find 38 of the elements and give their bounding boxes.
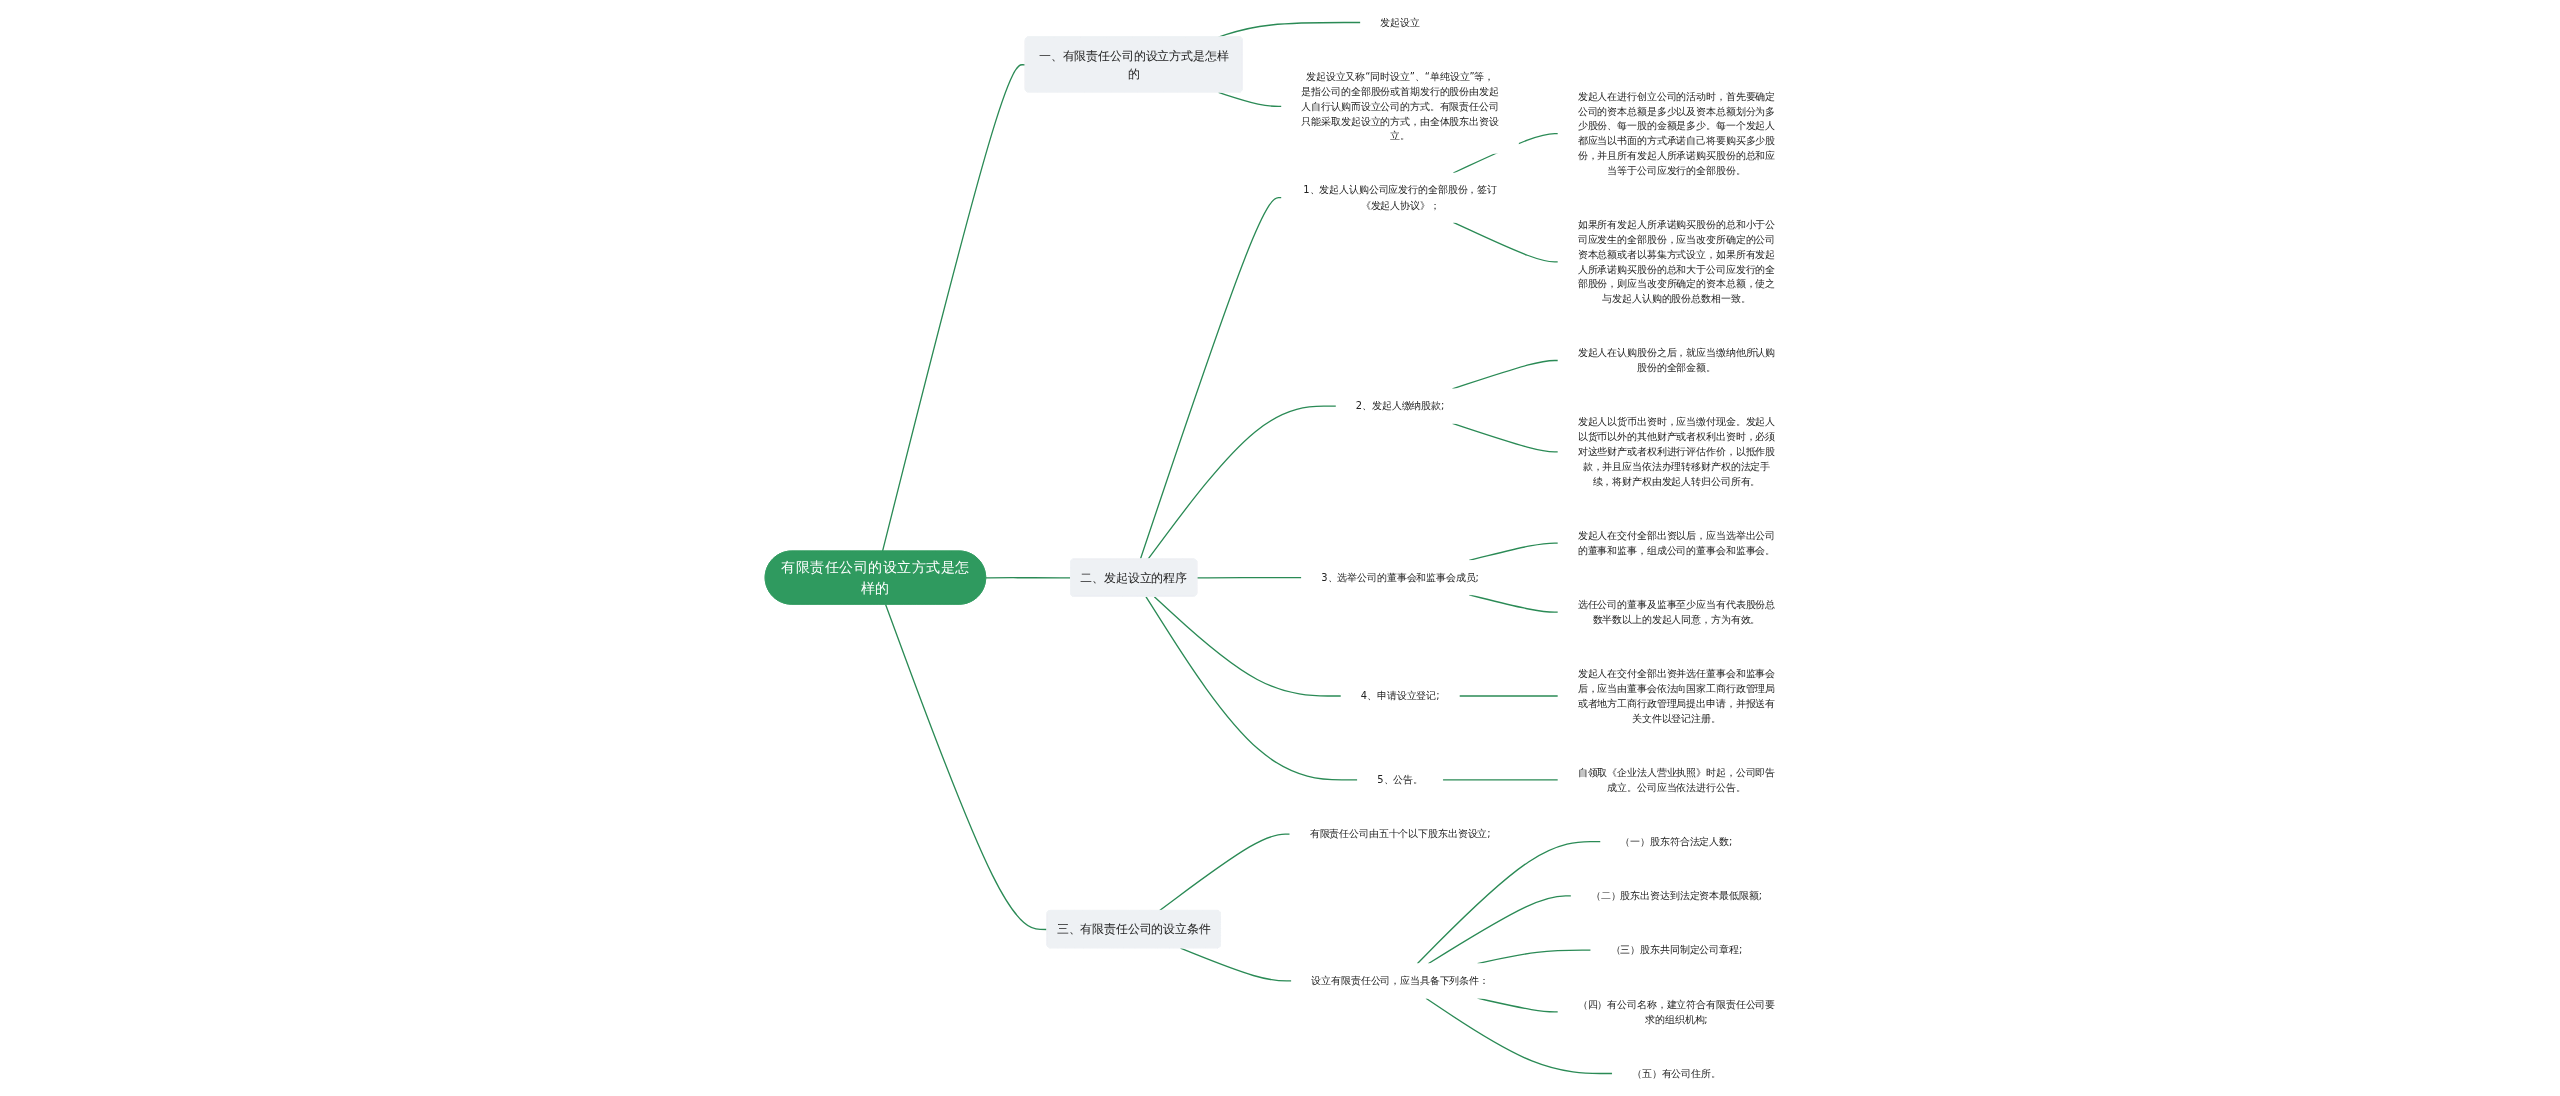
node-text: 设立有限责任公司，应当具备下列条件： — [1311, 974, 1489, 987]
connector — [1158, 833, 1291, 912]
connector — [1425, 997, 1613, 1075]
node-text: 1、发起人认购公司应发行的全部股份，签订《发起人协议》； — [1303, 184, 1498, 211]
node-text: 发起设立又称“同时设立”、“单纯设立”等，是指公司的全部股份或首期发行的股份由发起人自行认购而设立公司的方式。有限责任公司只能采取发起设立的方式，由全体股东出资设立。 — [1301, 70, 1499, 142]
node-text: 发起设立 — [1380, 16, 1420, 29]
node-text: （五）有公司住所。 — [1632, 1067, 1721, 1080]
node-text: 发起人在交付全部出资并选任董事会和监事会后，应当由董事会依法向国家工商行政管理局或者地方工商行政管理局提出申请，并报送有关文件以登记注册。 — [1577, 667, 1776, 724]
connector — [1442, 779, 1559, 781]
connector — [1153, 596, 1342, 697]
node-text: （四）有公司名称，建立符合有限责任公司要求的组织机构; — [1577, 998, 1776, 1025]
node-text: 2、发起人缴纳股款; — [1355, 400, 1445, 412]
connector — [1458, 695, 1559, 697]
node-text: 4、申请设立登记; — [1360, 689, 1440, 702]
node-text: 选任公司的董事及监事至少应当有代表股份总数半数以上的发起人同意，方为有效。 — [1577, 598, 1776, 626]
connector — [1145, 596, 1359, 781]
node-text: 发起人在认购股份之后，就应当缴纳他所认购股份的全部金额。 — [1577, 347, 1776, 374]
node-text: 自领取《企业法人营业执照》时起，公司即告成立。公司应当依法进行公告。 — [1577, 766, 1776, 794]
node-text: （三）股东共同制定公司章程; — [1610, 944, 1743, 956]
node-text: 如果所有发起人所承诺购买股份的总和小于公司应发生的全部股份，应当改变所确定的公司资本总额或者以募集方式设立，如果所有发起人所承诺购买股份的总和大于公司应发行的全部股份，则应当改变所确定的资本总额，使之与发起人认购的股份总数相一致。 — [1577, 218, 1776, 305]
connector — [1452, 221, 1559, 263]
connector — [1139, 197, 1283, 560]
node-text: 发起人以货币出资时，应当缴付现金。发起人以货币以外的其他财产或者权利出资时，必须对这些财产或者权利进行评估作价，以抵作股款，并且应当依法办理转移财产权的法定手续，将财产权由发起人转归公司所有。 — [1577, 416, 1776, 488]
node-text: 发起人在交付全部出资以后，应当选举出公司的董事和监事，组成公司的董事会和监事会。 — [1577, 529, 1776, 557]
node-text: 有限责任公司由五十个以下股东出资设立; — [1309, 828, 1491, 840]
node-text: 发起人在进行创立公司的活动时，首先要确定公司的资本总额是多少以及资本总额划分为多少股份、每一股的金额是多少。每一个发起人都应当以书面的方式承诺自己将要购买多少股份，并且所有发起人所承诺购买股份的总和应当等于公司应发行的全部股份。 — [1577, 90, 1776, 177]
connector — [1147, 405, 1337, 560]
connector — [985, 577, 1072, 579]
node-text: 5、公告。 — [1377, 773, 1423, 786]
node-text: （二）股东出资达到法定资本最低限额; — [1590, 889, 1762, 902]
connector — [1427, 895, 1572, 965]
connector — [1196, 576, 1303, 579]
connector — [1416, 840, 1602, 965]
node-text: （一）股东符合法定人数; — [1620, 835, 1733, 848]
node-text: 3、选举公司的董事会和监事会成员; — [1321, 571, 1479, 584]
connector — [884, 603, 1048, 931]
connector — [1179, 947, 1293, 982]
connector — [881, 64, 1027, 552]
